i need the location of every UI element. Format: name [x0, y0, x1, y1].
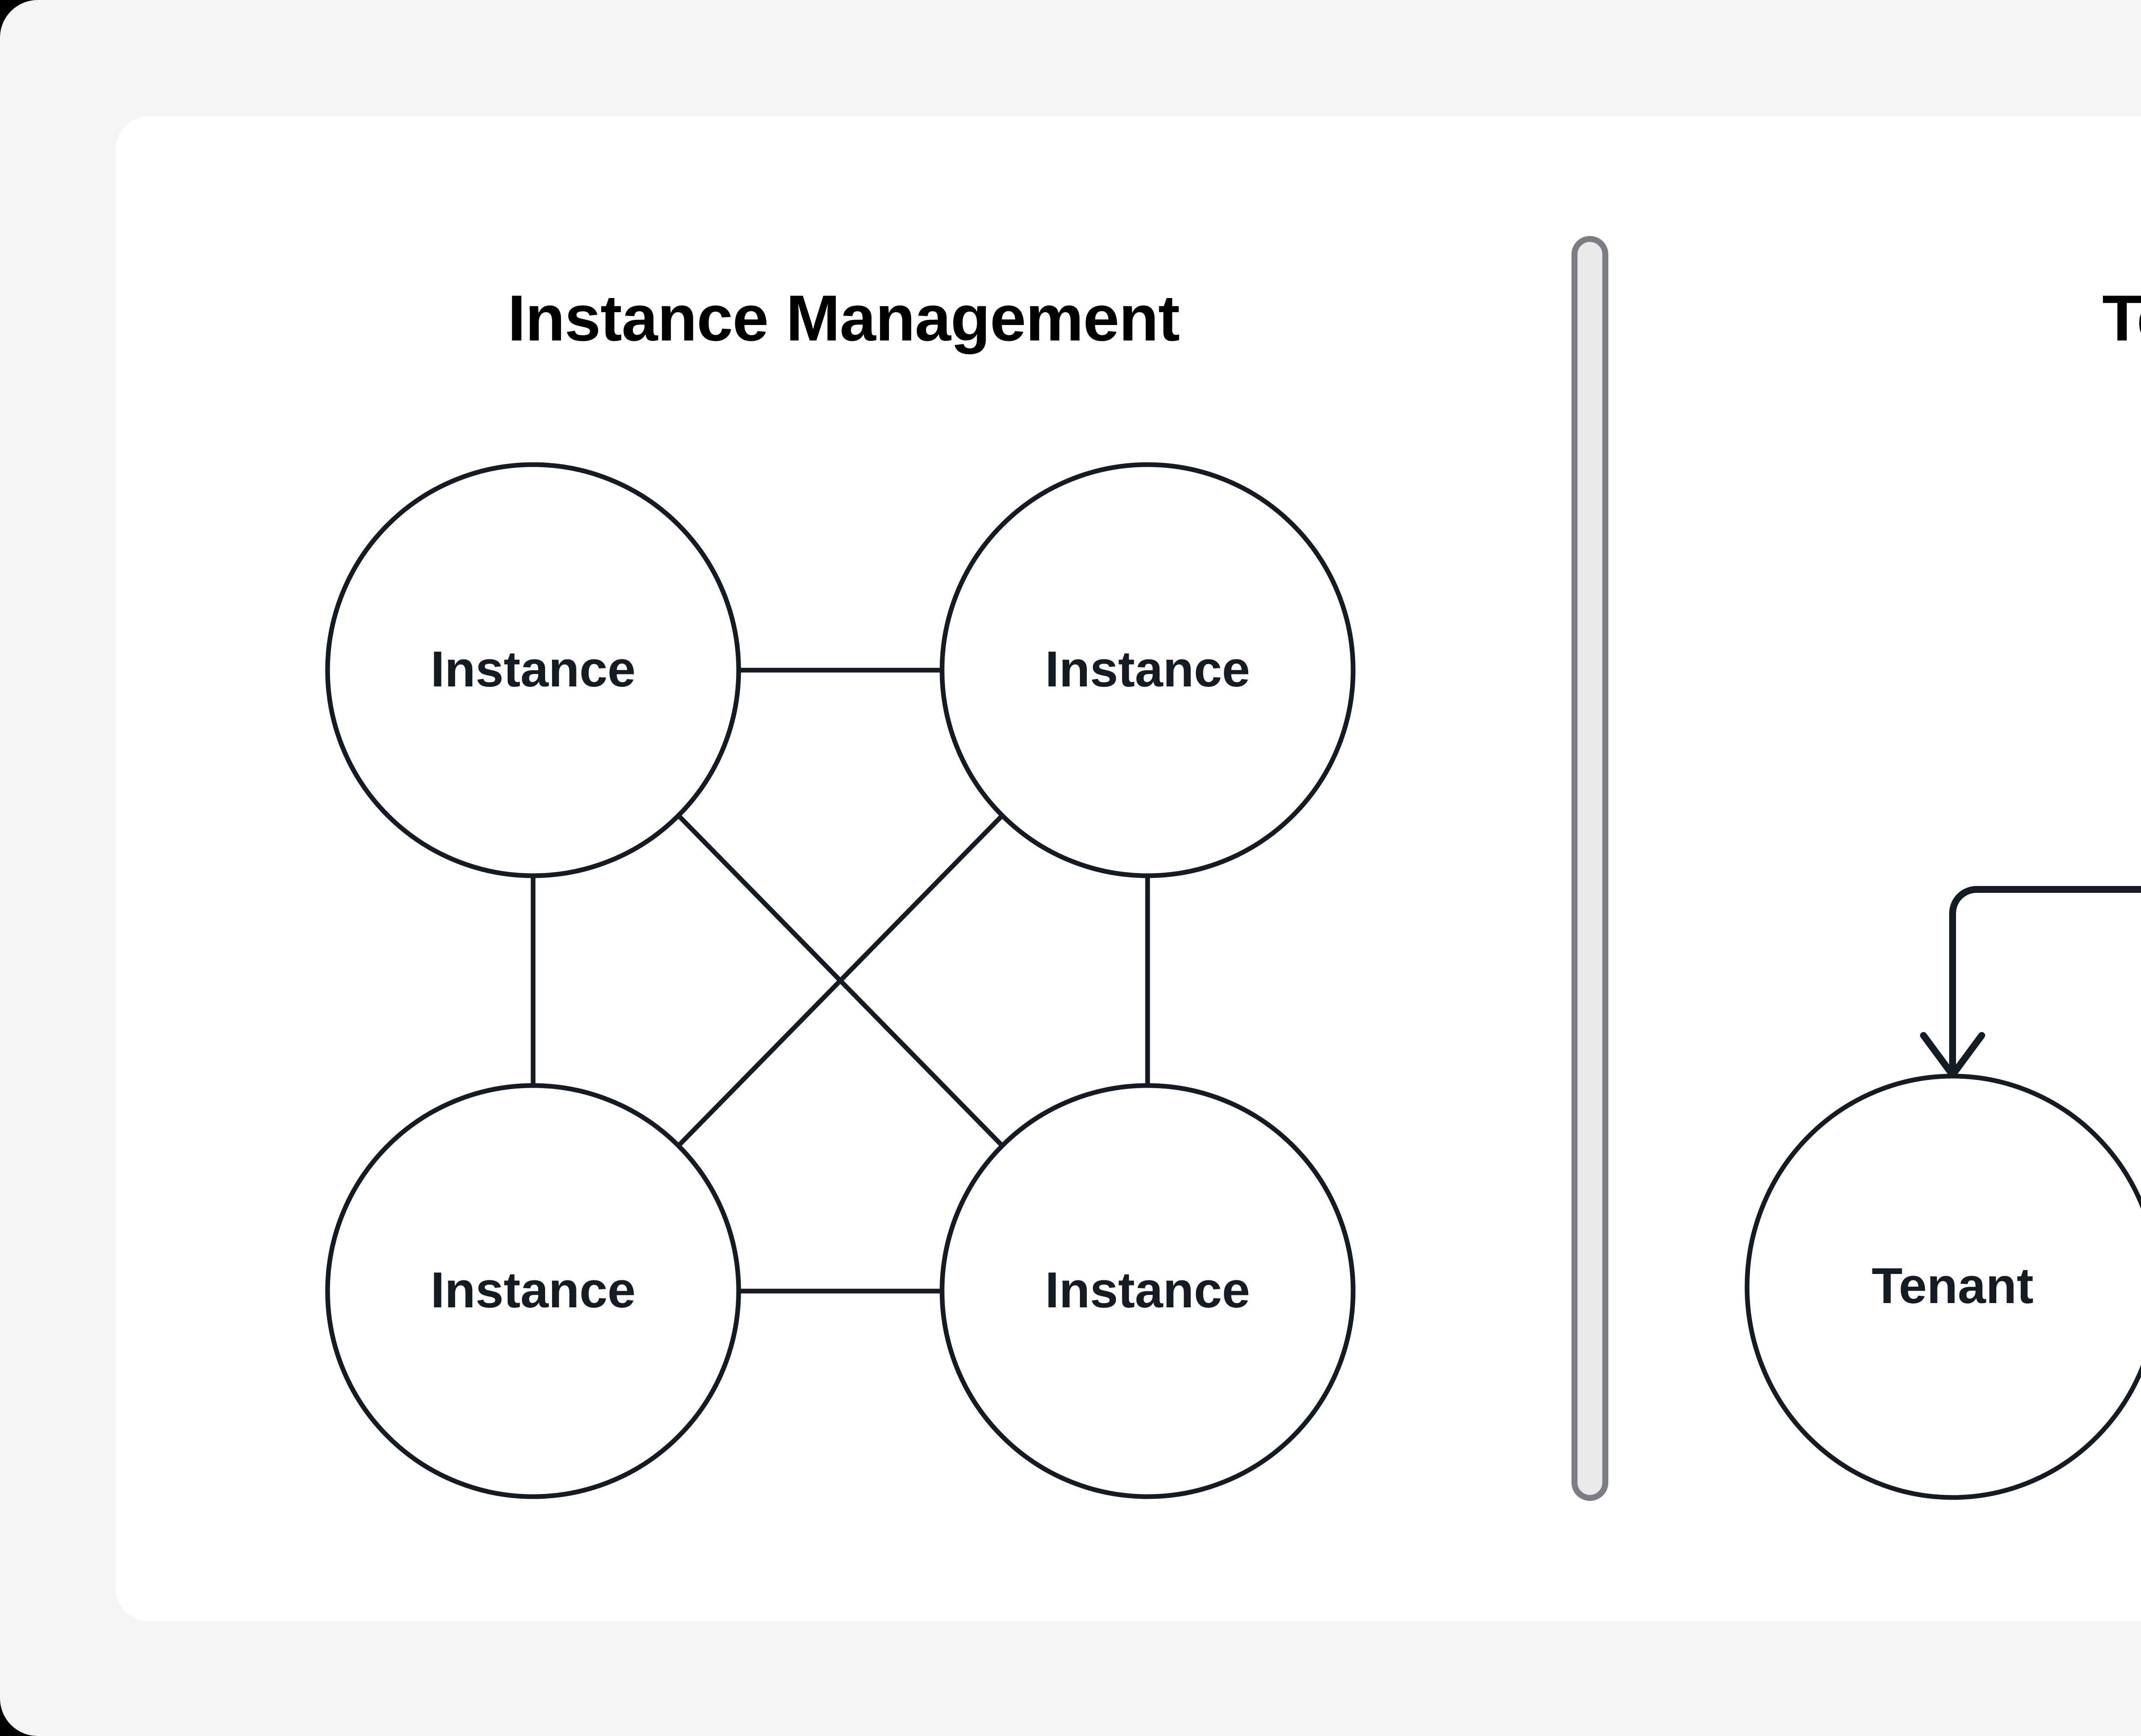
tenant-connector-group	[1920, 886, 2141, 1078]
tenant-node-circle[interactable]	[1744, 1074, 2141, 1500]
instance-node-4[interactable]: Instance	[939, 1083, 1356, 1499]
instance-edge-group	[531, 668, 1150, 1294]
instance-node-label: Instance	[1045, 641, 1250, 698]
connector-bus-left	[1949, 886, 2141, 1078]
instance-node-2[interactable]: Instance	[939, 462, 1356, 878]
panel-divider	[1571, 236, 1608, 1501]
page-title-instance-management: Instance Management	[508, 282, 1180, 355]
tenant-node-label: Tenant	[1872, 1258, 2034, 1314]
page-title-tenant-management: Tenant Management	[2102, 282, 2141, 355]
instance-node-circle[interactable]	[939, 1083, 1356, 1499]
instance-node-label: Instance	[431, 641, 636, 698]
tenant-management-panel: Tenant Management Master Tenant	[1744, 282, 2141, 1500]
instance-management-panel: Instance Management Instance Instance	[325, 282, 1356, 1499]
instance-node-label: Instance	[1045, 1262, 1250, 1318]
instance-node-1[interactable]: Instance	[325, 462, 741, 878]
instance-node-label: Instance	[431, 1262, 636, 1318]
edge-diagonal-topright-bottomleft	[677, 814, 1004, 1148]
instance-node-circle[interactable]	[325, 462, 741, 878]
instance-node-circle[interactable]	[325, 1083, 741, 1499]
instance-node-3[interactable]: Instance	[325, 1083, 741, 1499]
tenant-node-1[interactable]: Tenant	[1744, 1074, 2141, 1500]
instance-node-circle[interactable]	[939, 462, 1356, 878]
